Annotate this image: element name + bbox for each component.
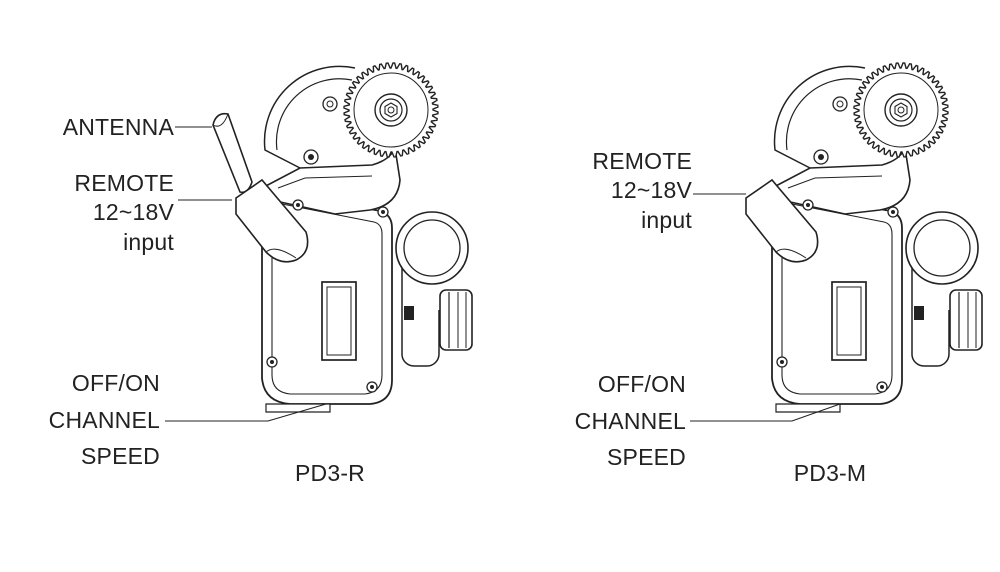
- input-label: input: [123, 229, 174, 255]
- channel-label: CHANNEL: [574, 408, 686, 434]
- off-on-label: OFF/ON: [597, 371, 686, 397]
- model-label-pd3-r: PD3-R: [294, 460, 365, 486]
- pd3-m-drawing: [745, 62, 983, 413]
- remote-label: REMOTE: [592, 148, 692, 174]
- voltage-label: 12~18V: [92, 199, 174, 225]
- model-label-pd3-m: PD3-M: [793, 460, 867, 486]
- remote-label: REMOTE: [74, 170, 174, 196]
- input-label: input: [641, 207, 692, 233]
- antenna-label: ANTENNA: [62, 114, 174, 140]
- leader-lines: [165, 126, 841, 422]
- channel-label: CHANNEL: [48, 407, 160, 433]
- speed-label: SPEED: [607, 444, 686, 470]
- pd3-r-drawing: [212, 62, 473, 413]
- speed-label: SPEED: [81, 443, 160, 469]
- voltage-label: 12~18V: [610, 177, 692, 203]
- off-on-label: OFF/ON: [71, 370, 160, 396]
